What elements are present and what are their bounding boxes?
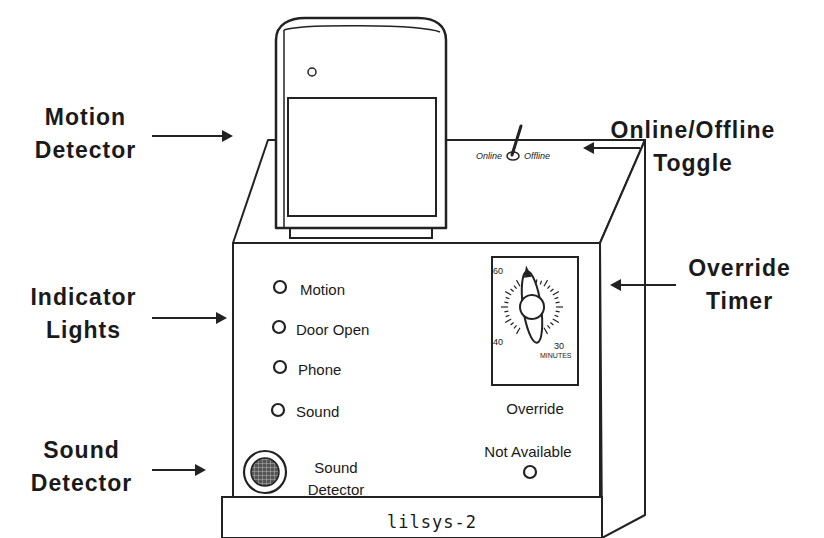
callout-label: Indicator Lights xyxy=(16,281,151,347)
model-name: lilsys-2 xyxy=(372,511,492,533)
indicator-label: Motion xyxy=(300,281,345,299)
dial-unit: MINUTES xyxy=(540,352,572,360)
dial-tick xyxy=(550,289,553,292)
dial-tick xyxy=(547,325,550,328)
leader-line xyxy=(617,284,676,286)
dial-tick xyxy=(514,286,517,289)
motion-sensor-body xyxy=(276,18,446,228)
dial-tick xyxy=(555,315,559,316)
knob-grip xyxy=(518,270,546,344)
knob-pointer xyxy=(522,265,532,278)
status-light xyxy=(524,466,536,478)
box-right-side xyxy=(600,140,645,538)
indicator-light xyxy=(274,281,286,293)
dial-tick xyxy=(504,302,508,304)
toggle-lever xyxy=(512,126,521,155)
panel-heading: Override xyxy=(478,400,592,418)
dial-tick xyxy=(553,292,559,296)
dial-number: 60 xyxy=(493,266,503,277)
dial-tick xyxy=(505,319,511,323)
dial-tick xyxy=(511,322,514,325)
indicator-label: Phone xyxy=(298,361,341,379)
arrow-head xyxy=(222,130,233,142)
dial-tick xyxy=(506,315,510,316)
status-label: Not Available xyxy=(472,443,584,461)
box-front-face xyxy=(233,243,600,497)
indicator-label: Door Open xyxy=(296,321,369,339)
indicator-light xyxy=(272,404,284,416)
dial-tick xyxy=(556,311,560,313)
dial-tick xyxy=(501,306,508,307)
dial-tick xyxy=(540,281,541,285)
switch-label: Online xyxy=(476,151,502,162)
leader-line xyxy=(590,147,640,149)
dial-tick xyxy=(544,328,548,334)
timer-knob xyxy=(514,264,549,345)
knob-cap xyxy=(518,293,545,320)
callout-label: Motion Detector xyxy=(18,101,153,167)
sensor-side-edge xyxy=(283,30,285,228)
callout-label: Sound Detector xyxy=(14,434,149,500)
dial-tick xyxy=(550,322,553,325)
sound-detector-grille xyxy=(251,458,279,486)
arrow-head xyxy=(610,279,621,291)
dial-tick xyxy=(517,328,521,334)
indicator-light xyxy=(274,361,286,373)
dial-number: 30 xyxy=(554,341,564,352)
sound-detector-rim xyxy=(244,451,286,493)
timer-panel-outline xyxy=(492,257,578,385)
dial-tick xyxy=(504,311,508,313)
detector-label: Sound Detector xyxy=(296,457,376,501)
box-base-band xyxy=(222,497,602,538)
dial-tick xyxy=(505,292,511,296)
dial-tick xyxy=(517,280,521,286)
dial-number: 40 xyxy=(493,337,503,348)
leader-line xyxy=(152,469,199,471)
override-timer-panel-outline xyxy=(492,257,578,385)
callout-label: Online/Offline Toggle xyxy=(598,114,788,180)
dial-tick xyxy=(556,306,563,307)
leader-line xyxy=(152,135,226,137)
arrow-head xyxy=(195,464,206,476)
dial-tick xyxy=(547,286,550,289)
indicator-label: Sound xyxy=(296,403,339,421)
device-body: 60 40 30MINUTES Override lilsys-2 xyxy=(222,243,602,538)
sensor-window xyxy=(288,98,436,216)
arrow-head xyxy=(216,312,227,324)
dial-tick xyxy=(506,297,510,298)
dial-tick xyxy=(514,325,517,328)
sensor-led xyxy=(308,68,316,76)
switch-label: Offline xyxy=(524,151,550,162)
sensor-hood-edge xyxy=(284,26,440,32)
sensor-base xyxy=(290,228,432,238)
override-timer-panel: 604030MINUTESOverride xyxy=(492,257,578,385)
dial-tick xyxy=(511,289,514,292)
dial-tick xyxy=(553,319,559,323)
arrow-head xyxy=(583,142,594,154)
leader-line xyxy=(152,317,220,319)
indicator-light xyxy=(273,321,285,333)
dial-tick xyxy=(555,297,559,298)
dial-tick xyxy=(544,280,548,286)
dial-tick xyxy=(556,302,560,304)
callout-label: Override Timer xyxy=(672,252,807,318)
